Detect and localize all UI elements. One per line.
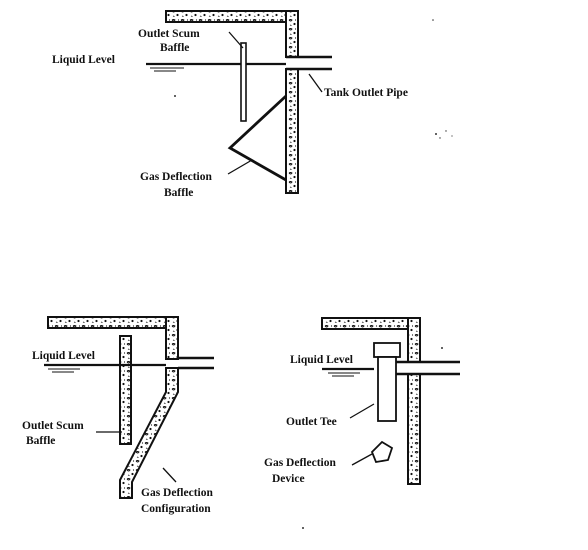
gas-deflection-baffle <box>227 94 287 182</box>
tank-outlet-pipe <box>394 360 460 376</box>
tank-outlet-pipe <box>178 356 214 370</box>
baffle-pointer-arrow <box>228 31 244 49</box>
label-gas-deflection-1: Gas Deflection <box>141 487 213 499</box>
label-outlet-scum-baffle-2: Baffle <box>160 42 189 54</box>
diagram-bottom-right: Liquid Level Outlet Tee Gas Deflection D… <box>264 317 460 485</box>
label-gas-deflection-1: Gas Deflection <box>140 171 212 183</box>
label-liquid-level: Liquid Level <box>290 354 353 366</box>
label-gas-deflection-1: Gas Deflection <box>264 457 336 469</box>
label-liquid-level: Liquid Level <box>32 350 95 362</box>
diagram-bottom-left: Liquid Level Outlet Scum Baffle Gas Defl… <box>22 316 214 515</box>
gas-deflection-configuration <box>119 367 179 499</box>
tank-wall-upper <box>285 10 299 58</box>
outlet-pipe-pointer-arrow <box>308 73 323 93</box>
label-outlet-scum-1: Outlet Scum <box>22 420 84 432</box>
label-outlet-tee: Outlet Tee <box>286 416 337 428</box>
tank-wall-upper <box>407 317 421 363</box>
outlet-scum-baffle <box>240 42 247 122</box>
tank-outlet-pipe <box>286 55 332 71</box>
tank-wall-lower <box>285 68 299 194</box>
tank-lid <box>47 316 179 329</box>
liquid-level-line <box>44 363 166 373</box>
label-tank-outlet-pipe: Tank Outlet Pipe <box>324 87 408 99</box>
liquid-level-line <box>146 62 286 72</box>
tank-wall-lower <box>407 373 421 485</box>
gas-deflection-baffle-pointer <box>227 159 253 175</box>
label-gas-deflection-2: Configuration <box>141 503 211 515</box>
configuration-pointer-arrow <box>162 467 177 483</box>
diagram-top: Outlet Scum Baffle Liquid Level Tank Out… <box>52 10 408 199</box>
gas-deflection-device <box>370 440 394 464</box>
label-outlet-scum-baffle-1: Outlet Scum <box>138 28 200 40</box>
device-pointer-arrow <box>351 453 373 466</box>
outlet-scum-baffle <box>119 335 132 445</box>
liquid-level-line <box>322 367 374 377</box>
label-gas-deflection-2: Baffle <box>164 187 193 199</box>
label-gas-deflection-2: Device <box>272 473 305 485</box>
label-liquid-level: Liquid Level <box>52 54 115 66</box>
scan-specks <box>174 19 453 529</box>
tank-lid <box>321 317 421 330</box>
tank-wall <box>165 316 179 360</box>
outlet-tee-pointer-arrow <box>349 403 375 419</box>
outlet-tee <box>373 342 408 422</box>
label-outlet-scum-2: Baffle <box>26 435 55 447</box>
tank-lid <box>165 10 297 23</box>
